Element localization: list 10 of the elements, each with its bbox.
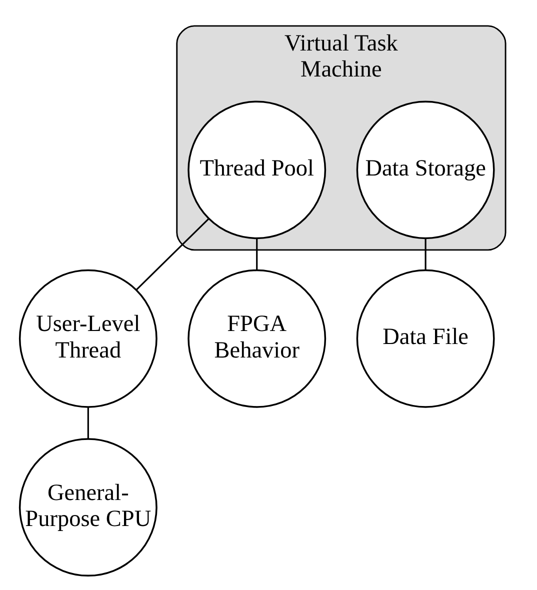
connector — [256, 238, 258, 270]
connector — [424, 238, 426, 270]
connector — [136, 218, 210, 290]
node-circle: Data File — [356, 269, 495, 408]
node-circle: Data Storage — [356, 100, 495, 240]
node-circle: Thread Pool — [188, 100, 326, 240]
node-circle: User-Level Thread — [18, 269, 158, 408]
node-circle: General-Purpose CPU — [18, 438, 158, 577]
connector — [87, 407, 89, 439]
node-circle: FPGA Behavior — [188, 269, 326, 408]
